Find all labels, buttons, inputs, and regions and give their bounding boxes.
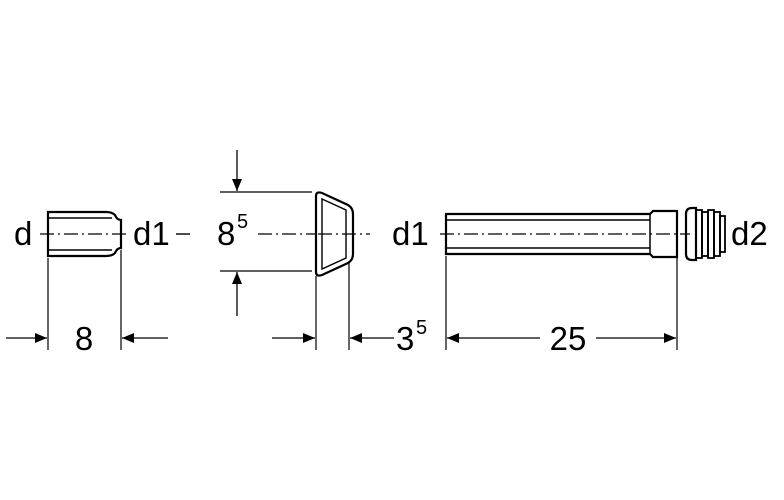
label-d2: d2	[731, 215, 768, 252]
seal-part	[684, 206, 726, 262]
label-d1-pipe: d1	[392, 215, 429, 252]
dimension-cone-gap	[272, 262, 394, 350]
sleeve-part	[46, 210, 123, 258]
dimension-label-sleeve-length: 8	[75, 320, 93, 357]
dimension-label-cone-diameter: 8	[217, 215, 235, 252]
dimension-label-cone-diameter-exponent: 5	[237, 211, 248, 233]
dimension-sleeve-length	[6, 250, 168, 350]
cone-part	[314, 191, 355, 277]
dimension-pipe-length	[445, 256, 678, 350]
dimension-label-cone-gap-exponent: 5	[416, 317, 427, 339]
label-d: d	[14, 215, 32, 252]
dimension-label-pipe-length: 25	[550, 320, 587, 357]
pipe-part	[444, 209, 679, 259]
label-d1-sleeve: d1	[133, 215, 170, 252]
cone-diameter-dimension	[220, 150, 312, 316]
dimension-label-cone-gap: 3	[396, 320, 414, 357]
